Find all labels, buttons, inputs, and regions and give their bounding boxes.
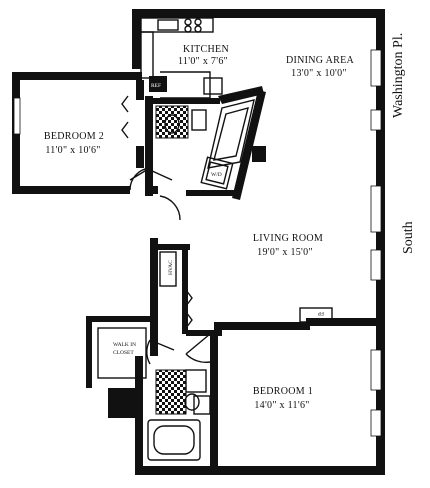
street-east: Washington Pl. <box>391 33 406 118</box>
bedroom-1-door[interactable] <box>185 333 211 363</box>
living-room-dims: 19'0" x 15'0" <box>257 247 313 258</box>
east-windows <box>370 49 382 437</box>
core-walls <box>145 86 266 334</box>
bedroom-1-walls <box>186 318 380 466</box>
washer-dryer-label: W/D <box>211 172 222 178</box>
closet-label-line1: WALK IN <box>113 342 136 348</box>
closet-label-line2: CLOSET <box>113 350 134 356</box>
bath-2-toilet <box>184 393 200 411</box>
fireplace <box>299 307 333 323</box>
closet-door[interactable] <box>146 339 175 365</box>
bath-door[interactable] <box>146 169 173 195</box>
fireplace-label: FP <box>318 310 324 316</box>
bath-2-sink <box>185 369 207 393</box>
street-south: South <box>401 221 416 254</box>
walk-in-closet <box>86 316 152 388</box>
dining-dims: 13'0" x 10'0" <box>291 68 347 79</box>
bedroom-2-closet-doors <box>121 95 129 139</box>
bedroom-1-dims: 14'0" x 11'6" <box>254 400 309 411</box>
bedroom-1-name: BEDROOM 1 <box>253 386 313 397</box>
bath-2-floor-tiles <box>155 369 187 415</box>
washer-dryer <box>200 156 234 190</box>
kitchen-name: KITCHEN <box>183 44 229 55</box>
hvac-label: HVAC <box>168 260 174 275</box>
bath-sink <box>191 109 207 131</box>
hall-door[interactable] <box>159 195 181 221</box>
bedroom-2-dims: 11'0" x 10'6" <box>45 145 100 156</box>
bath-2-tub <box>147 419 201 461</box>
living-room-name: LIVING ROOM <box>253 233 323 244</box>
bedroom-2-walls <box>12 72 158 194</box>
fridge-label: REF <box>151 83 161 89</box>
bedroom-2-name: BEDROOM 2 <box>44 131 104 142</box>
exterior-walls <box>108 9 385 475</box>
bath-2-cabinet <box>193 395 211 415</box>
bathtub <box>207 99 255 169</box>
toilet <box>164 114 180 134</box>
hvac-closet <box>159 251 177 287</box>
kitchen-dims: 11'0" x 7'6" <box>178 56 228 67</box>
dining-name: DINING AREA <box>286 55 354 66</box>
kitchen <box>140 17 223 99</box>
hall-closet-doors <box>185 289 193 329</box>
